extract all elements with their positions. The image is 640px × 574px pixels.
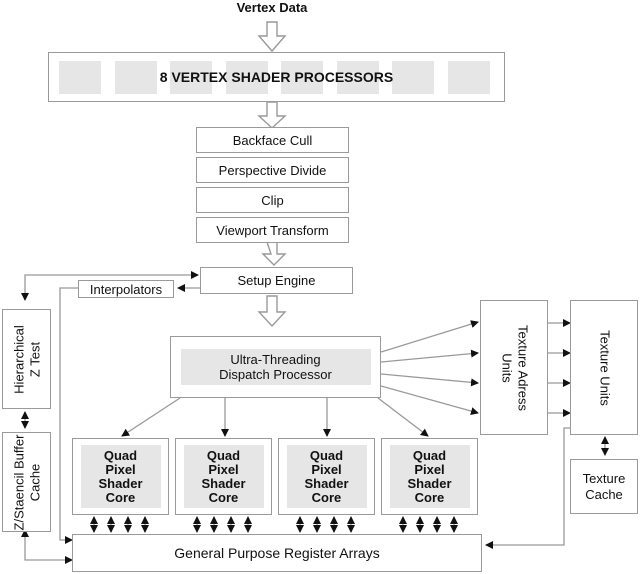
vertex-shader-cell (59, 61, 101, 94)
ta-line1: Texture Adress (515, 324, 530, 411)
interpolators: Interpolators (78, 280, 174, 298)
stage-backface-cull: Backface Cull (196, 127, 349, 153)
texture-units: Texture Units (570, 300, 638, 435)
vertex-shader-block: 8 VERTEX SHADER PROCESSORS (48, 52, 505, 102)
vertex-shader-label: 8 VERTEX SHADER PROCESSORS (159, 69, 394, 85)
vertex-data-label: Vertex Data (236, 0, 308, 15)
core-label-line: Core (311, 489, 342, 505)
core-label-line: Pixel (208, 461, 239, 477)
zs-line1: Z/Staencil Buffer (10, 434, 26, 530)
dispatch-line2: Dispatch Processor (219, 367, 332, 382)
core-label-line: Pixel (105, 461, 136, 477)
flow-arrow-vs-to-cull (257, 101, 287, 129)
vertex-shader-cell (336, 61, 379, 94)
vertex-shader-cell (114, 61, 157, 94)
hz-line2: Z Test (26, 341, 42, 377)
core-label-line: Shader (201, 475, 246, 491)
flow-arrow-vertex-data (257, 21, 287, 53)
tc-line1: Texture (582, 470, 626, 486)
core-label-line: Quad (206, 447, 241, 463)
vertex-shader-cell (225, 61, 268, 94)
core-label-line: Shader (304, 475, 349, 491)
tc-line2: Cache (585, 486, 623, 502)
core-label-line: Quad (103, 447, 138, 463)
flow-arrow-setup-to-dispatch (257, 295, 287, 328)
stage-perspective-divide: Perspective Divide (196, 157, 349, 183)
core-label-line: Shader (407, 475, 452, 491)
core-label-line: Pixel (311, 461, 342, 477)
setup-engine: Setup Engine (200, 267, 353, 294)
core-label-line: Quad (412, 447, 447, 463)
core-label-line: Pixel (414, 461, 445, 477)
core-label-line: Core (414, 489, 445, 505)
core-label-line: Core (208, 489, 239, 505)
dispatch-processor: Ultra-Threading Dispatch Processor (170, 336, 381, 398)
core-label-line: Quad (309, 447, 344, 463)
zs-line2: Cache (26, 463, 42, 501)
stage-viewport-transform: Viewport Transform (196, 217, 349, 243)
vertex-shader-cell (392, 61, 434, 94)
stage-clip: Clip (196, 187, 349, 213)
core-label-line: Shader (98, 475, 143, 491)
ta-line2: Units (499, 352, 514, 383)
register-arrays: General Purpose Register Arrays (72, 534, 482, 572)
hz-line1: Hierarchical (10, 324, 26, 394)
flow-arrow-viewport-to-setup (261, 241, 287, 266)
dispatch-line1: Ultra-Threading (230, 352, 321, 367)
vertex-shader-cell (281, 61, 323, 94)
vertex-shader-cell (447, 61, 490, 94)
vertex-shader-cell (170, 61, 212, 94)
core-label-line: Core (105, 489, 136, 505)
